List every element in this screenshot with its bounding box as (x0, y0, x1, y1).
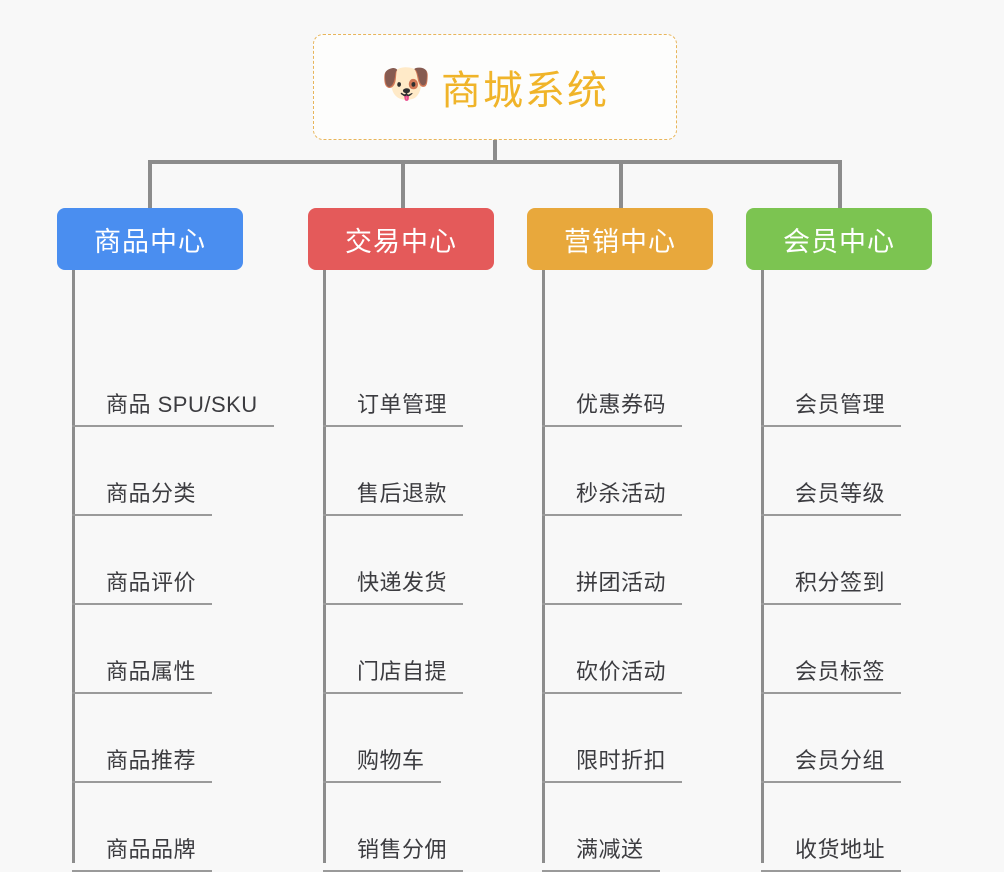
leaf-item-label: 积分签到 (795, 570, 886, 595)
leaf-item-label: 秒杀活动 (576, 481, 667, 506)
category-box-4[interactable]: 会员中心 (746, 208, 932, 270)
leaf-item-label: 售后退款 (357, 481, 448, 506)
leaf-item-underline: 商品品牌 (72, 832, 213, 872)
leaf-item-underline: 商品属性 (72, 654, 213, 694)
leaf-item-label: 会员标签 (795, 659, 886, 684)
leaf-item-label: 会员管理 (795, 392, 886, 417)
leaf-item-underline: 销售分佣 (323, 832, 464, 872)
branch-column-2: 交易中心订单管理售后退款快递发货门店自提购物车销售分佣 (308, 208, 494, 872)
branch-spine-1 (72, 270, 75, 863)
leaf-item-underline: 拼团活动 (542, 565, 683, 605)
connector-root-vertical (493, 140, 497, 164)
category-label: 营销中心 (564, 226, 676, 257)
category-label: 商品中心 (94, 226, 206, 257)
category-box-1[interactable]: 商品中心 (57, 208, 243, 270)
branch-spine-2 (323, 270, 326, 863)
category-label: 会员中心 (783, 226, 895, 257)
leaf-item-label: 收货地址 (795, 837, 886, 862)
leaf-item-underline: 砍价活动 (542, 654, 683, 694)
root-node-title: 商城系统 (441, 69, 609, 113)
branch-spine-3 (542, 270, 545, 863)
leaf-item-underline: 会员标签 (761, 654, 902, 694)
leaf-item-label: 商品品牌 (106, 837, 197, 862)
leaf-item-underline: 限时折扣 (542, 743, 683, 783)
leaf-item-label: 商品分类 (106, 481, 197, 506)
leaf-item-underline: 会员等级 (761, 476, 902, 516)
leaf-item-underline: 快递发货 (323, 565, 464, 605)
leaf-item-underline: 秒杀活动 (542, 476, 683, 516)
leaf-item-label: 销售分佣 (357, 837, 448, 862)
leaf-item-label: 砍价活动 (576, 659, 667, 684)
leaf-item-underline: 会员管理 (761, 387, 902, 427)
leaf-item-underline: 售后退款 (323, 476, 464, 516)
shiba-dog-face-icon: 🐶 (381, 62, 431, 106)
leaf-item-underline: 积分签到 (761, 565, 902, 605)
leaf-item-underline: 商品评价 (72, 565, 213, 605)
mindmap-canvas: 🐶 商城系统 商品中心商品 SPU/SKU 商品分类商品评价商品属性商品推荐商品品… (57, 34, 932, 872)
leaf-item-label: 门店自提 (357, 659, 448, 684)
leaf-item-label: 商品属性 (106, 659, 197, 684)
leaf-item-label: 快递发货 (357, 570, 448, 595)
leaf-item-underline: 满减送 (542, 832, 660, 872)
leaf-item-label: 会员分组 (795, 748, 886, 773)
leaf-item-label: 拼团活动 (576, 570, 667, 595)
leaf-item-label: 商品 SPU/SKU (106, 392, 258, 417)
category-label: 交易中心 (345, 226, 457, 257)
leaf-item-label: 商品评价 (106, 570, 197, 595)
leaf-item-label: 订单管理 (357, 392, 448, 417)
connector-drop-2 (401, 160, 405, 208)
leaf-item-underline: 商品 SPU/SKU (72, 387, 274, 427)
leaf-item-label: 满减送 (576, 837, 644, 862)
connector-drop-4 (838, 160, 842, 208)
branch-column-4: 会员中心会员管理会员等级积分签到会员标签会员分组收货地址 (746, 208, 932, 872)
leaf-item-underline: 收货地址 (761, 832, 902, 872)
connector-drop-3 (619, 160, 623, 208)
leaf-item-label: 优惠券码 (576, 392, 667, 417)
category-box-3[interactable]: 营销中心 (527, 208, 713, 270)
leaf-item-label: 购物车 (357, 748, 425, 773)
connector-drop-1 (148, 160, 152, 208)
branch-column-3: 营销中心优惠券码秒杀活动拼团活动砍价活动限时折扣满减送 (527, 208, 713, 872)
leaf-item-label: 限时折扣 (576, 748, 667, 773)
leaf-item-label: 商品推荐 (106, 748, 197, 773)
category-box-2[interactable]: 交易中心 (308, 208, 494, 270)
leaf-item-underline: 优惠券码 (542, 387, 683, 427)
connector-horizontal-bus (148, 160, 840, 164)
leaf-item-underline: 订单管理 (323, 387, 464, 427)
branch-spine-4 (761, 270, 764, 863)
leaf-item-underline: 商品分类 (72, 476, 213, 516)
leaf-item-underline: 会员分组 (761, 743, 902, 783)
branch-column-1: 商品中心商品 SPU/SKU 商品分类商品评价商品属性商品推荐商品品牌 (57, 208, 274, 872)
leaf-item-underline: 购物车 (323, 743, 441, 783)
leaf-item-underline: 门店自提 (323, 654, 464, 694)
leaf-item-underline: 商品推荐 (72, 743, 213, 783)
leaf-item-label: 会员等级 (795, 481, 886, 506)
root-node-mall-system[interactable]: 🐶 商城系统 (313, 34, 677, 140)
